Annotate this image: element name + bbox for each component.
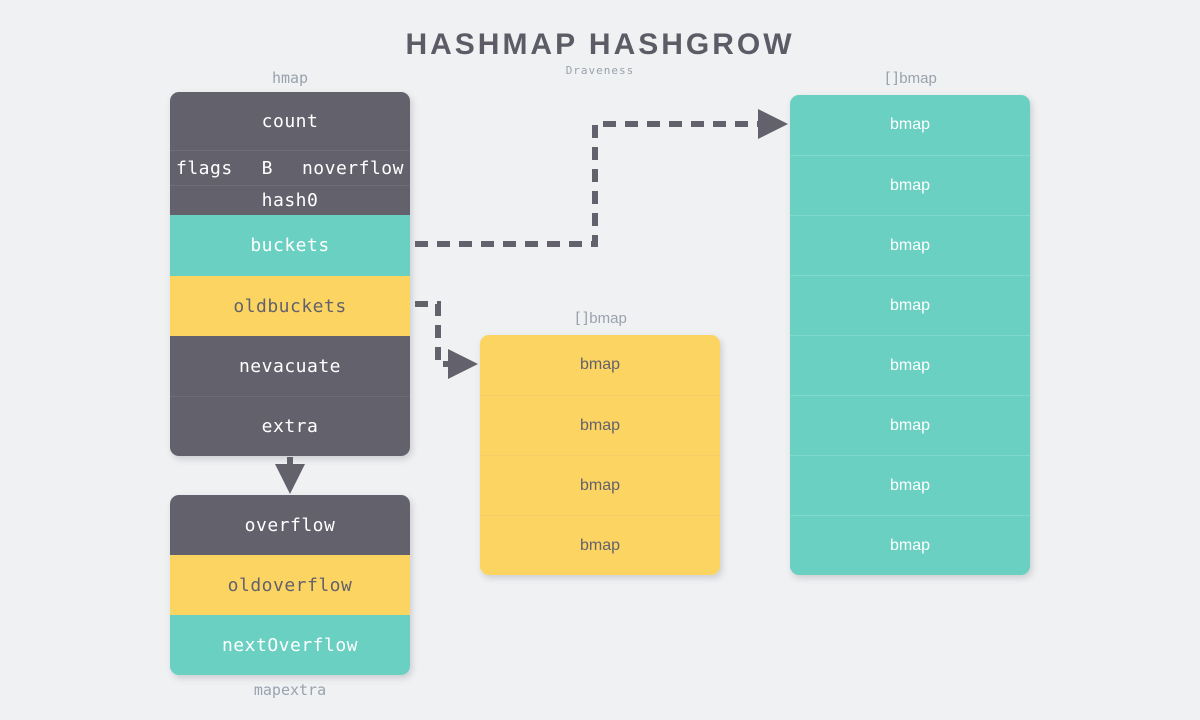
hmap-row-hash0[interactable]: hash0 <box>170 185 410 215</box>
mapextra-row-nextoverflow-label: nextOverflow <box>221 634 359 656</box>
new-bmap-array-caption-brackets: [] <box>883 69 900 87</box>
mapextra-row-overflow[interactable]: overflow <box>170 495 410 555</box>
hmap-row-extra[interactable]: extra <box>170 396 410 456</box>
old-bmap-array-box: bmap bmap bmap bmap <box>480 335 720 575</box>
hmap-row-count-label: count <box>261 110 319 132</box>
hmap-row-hash0-label: hash0 <box>261 190 319 211</box>
hmap-row-buckets[interactable]: buckets <box>170 215 410 276</box>
new-bmap-cell[interactable]: bmap <box>790 395 1030 455</box>
buckets-to-new-bmap-arrow <box>415 109 788 247</box>
old-bmap-array-caption-brackets: [] <box>573 309 590 327</box>
mapextra-row-overflow-label: overflow <box>244 514 336 536</box>
page-title: HASHMAP HASHGROW <box>405 28 795 61</box>
old-bmap-cell[interactable]: bmap <box>480 515 720 575</box>
new-bmap-cell[interactable]: bmap <box>790 455 1030 515</box>
hmap-cell-noverflow: noverflow <box>301 157 404 179</box>
new-bmap-cell[interactable]: bmap <box>790 95 1030 155</box>
new-bmap-cell[interactable]: bmap <box>790 335 1030 395</box>
mapextra-caption: mapextra <box>253 681 327 699</box>
new-bmap-cell[interactable]: bmap <box>790 515 1030 575</box>
old-bmap-array-caption: []bmap <box>480 309 720 327</box>
new-bmap-array-caption: []bmap <box>790 69 1030 87</box>
hmap-row-nevacuate[interactable]: nevacuate <box>170 336 410 396</box>
oldbuckets-to-old-bmap-arrow <box>415 301 478 379</box>
hmap-row-count[interactable]: count <box>170 92 410 150</box>
new-bmap-array-box: bmap bmap bmap bmap bmap bmap bmap bmap <box>790 95 1030 575</box>
old-bmap-cell[interactable]: bmap <box>480 395 720 455</box>
hmap-row-oldbuckets[interactable]: oldbuckets <box>170 276 410 336</box>
new-bmap-cell[interactable]: bmap <box>790 275 1030 335</box>
hmap-row-buckets-label: buckets <box>250 235 330 256</box>
mapextra-row-nextoverflow[interactable]: nextOverflow <box>170 615 410 675</box>
hmap-cell-flags: flags <box>176 157 233 179</box>
mapextra-row-oldoverflow-label: oldoverflow <box>227 574 353 596</box>
hmap-row-extra-label: extra <box>261 416 319 437</box>
new-bmap-cell[interactable]: bmap <box>790 215 1030 275</box>
hmap-caption: hmap <box>271 69 309 87</box>
mapextra-row-oldoverflow[interactable]: oldoverflow <box>170 555 410 615</box>
old-bmap-array-caption-name: bmap <box>589 310 627 327</box>
old-bmap-cell[interactable]: bmap <box>480 455 720 515</box>
hmap-row-nevacuate-label: nevacuate <box>238 355 342 377</box>
hmap-row-oldbuckets-label: oldbuckets <box>233 295 347 317</box>
mapextra-box: overflow oldoverflow nextOverflow <box>170 495 410 675</box>
hmap-cell-b: B <box>261 157 273 179</box>
old-bmap-cell[interactable]: bmap <box>480 335 720 395</box>
hmap-box: count flags B noverflow hash0 buckets ol… <box>170 92 410 456</box>
hmap-row-flags-b-noverflow[interactable]: flags B noverflow <box>170 150 410 185</box>
page-subtitle: Draveness <box>565 64 635 77</box>
new-bmap-array-caption-name: bmap <box>899 70 937 87</box>
new-bmap-cell[interactable]: bmap <box>790 155 1030 215</box>
